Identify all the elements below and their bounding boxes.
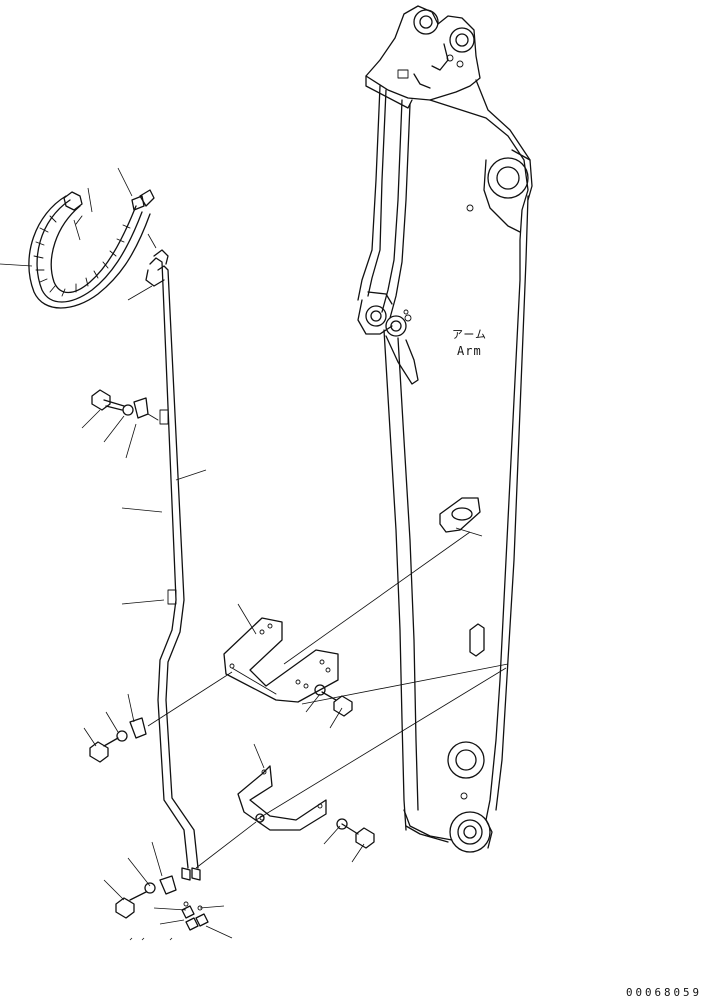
arm-label-english: Arm	[457, 344, 482, 358]
hose-assembly	[28, 189, 155, 309]
fasteners	[89, 389, 375, 931]
assembly-lines	[147, 233, 509, 869]
arm-label-japanese: アーム	[452, 328, 487, 341]
arm-body	[357, 5, 533, 853]
upper-clamp-bracket	[223, 617, 339, 703]
lower-clamp-bracket	[237, 765, 327, 831]
drawing-number: 00068059	[626, 986, 702, 997]
hydraulic-pipes	[145, 249, 201, 881]
callout-leaders	[0, 167, 365, 941]
